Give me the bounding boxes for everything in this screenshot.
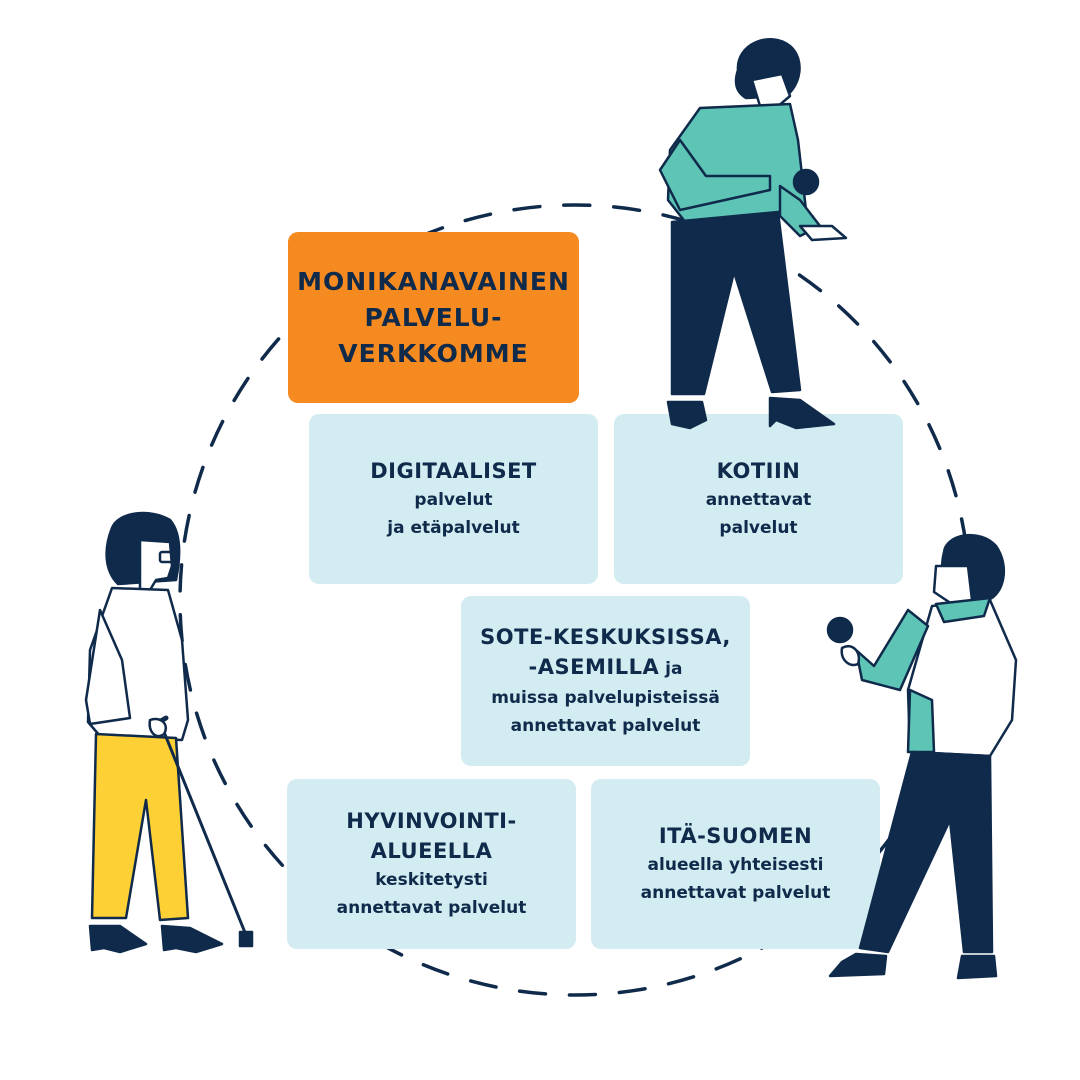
box-digital-services: DIGITAALISET palvelut ja etäpalvelut — [309, 414, 598, 584]
box-east-text-1: alueella yhteisesti — [647, 855, 824, 875]
box-sote-heading-2: -ASEMILLA — [528, 655, 660, 679]
box-east-heading: ITÄ-SUOMEN — [658, 824, 813, 848]
title-line-3: VERKKOMME — [338, 338, 529, 368]
box-region-services: HYVINVOINTI- ALUEELLA keskitetysti annet… — [287, 779, 576, 949]
box-region-heading-2: ALUEELLA — [370, 839, 493, 863]
title-line-2: PALVELU- — [364, 302, 503, 332]
box-digital-heading: DIGITAALISET — [370, 459, 537, 483]
box-region-heading-1: HYVINVOINTI- — [346, 809, 517, 833]
title-box: MONIKANAVAINEN PALVELU- VERKKOMME — [288, 232, 579, 403]
box-home-text-2: palvelut — [719, 518, 798, 538]
box-sote-inline-text: ja — [659, 659, 683, 679]
box-home-services: KOTIIN annettavat palvelut — [614, 414, 903, 584]
box-sote-text-1: muissa palvelupisteissä — [491, 688, 720, 708]
box-home-heading: KOTIIN — [716, 459, 801, 483]
box-sote-text-2: annettavat palvelut — [510, 716, 701, 736]
box-east-finland-services: ITÄ-SUOMEN alueella yhteisesti annettava… — [591, 779, 880, 949]
box-digital-text-1: palvelut — [414, 490, 493, 510]
box-east-text-2: annettavat palvelut — [640, 883, 831, 903]
title-line-1: MONIKANAVAINEN — [297, 266, 570, 296]
box-sote-heading-1: SOTE-KESKUKSISSA, — [480, 625, 731, 649]
box-region-text-1: keskitetysti — [375, 870, 488, 890]
box-sote-services: SOTE-KESKUKSISSA, -ASEMILLA ja muissa pa… — [461, 596, 750, 766]
box-region-text-2: annettavat palvelut — [336, 898, 527, 918]
box-digital-text-2: ja etäpalvelut — [387, 518, 520, 538]
box-home-text-1: annettavat — [705, 490, 812, 510]
box-sote-heading-2-row: -ASEMILLA ja — [529, 652, 683, 684]
